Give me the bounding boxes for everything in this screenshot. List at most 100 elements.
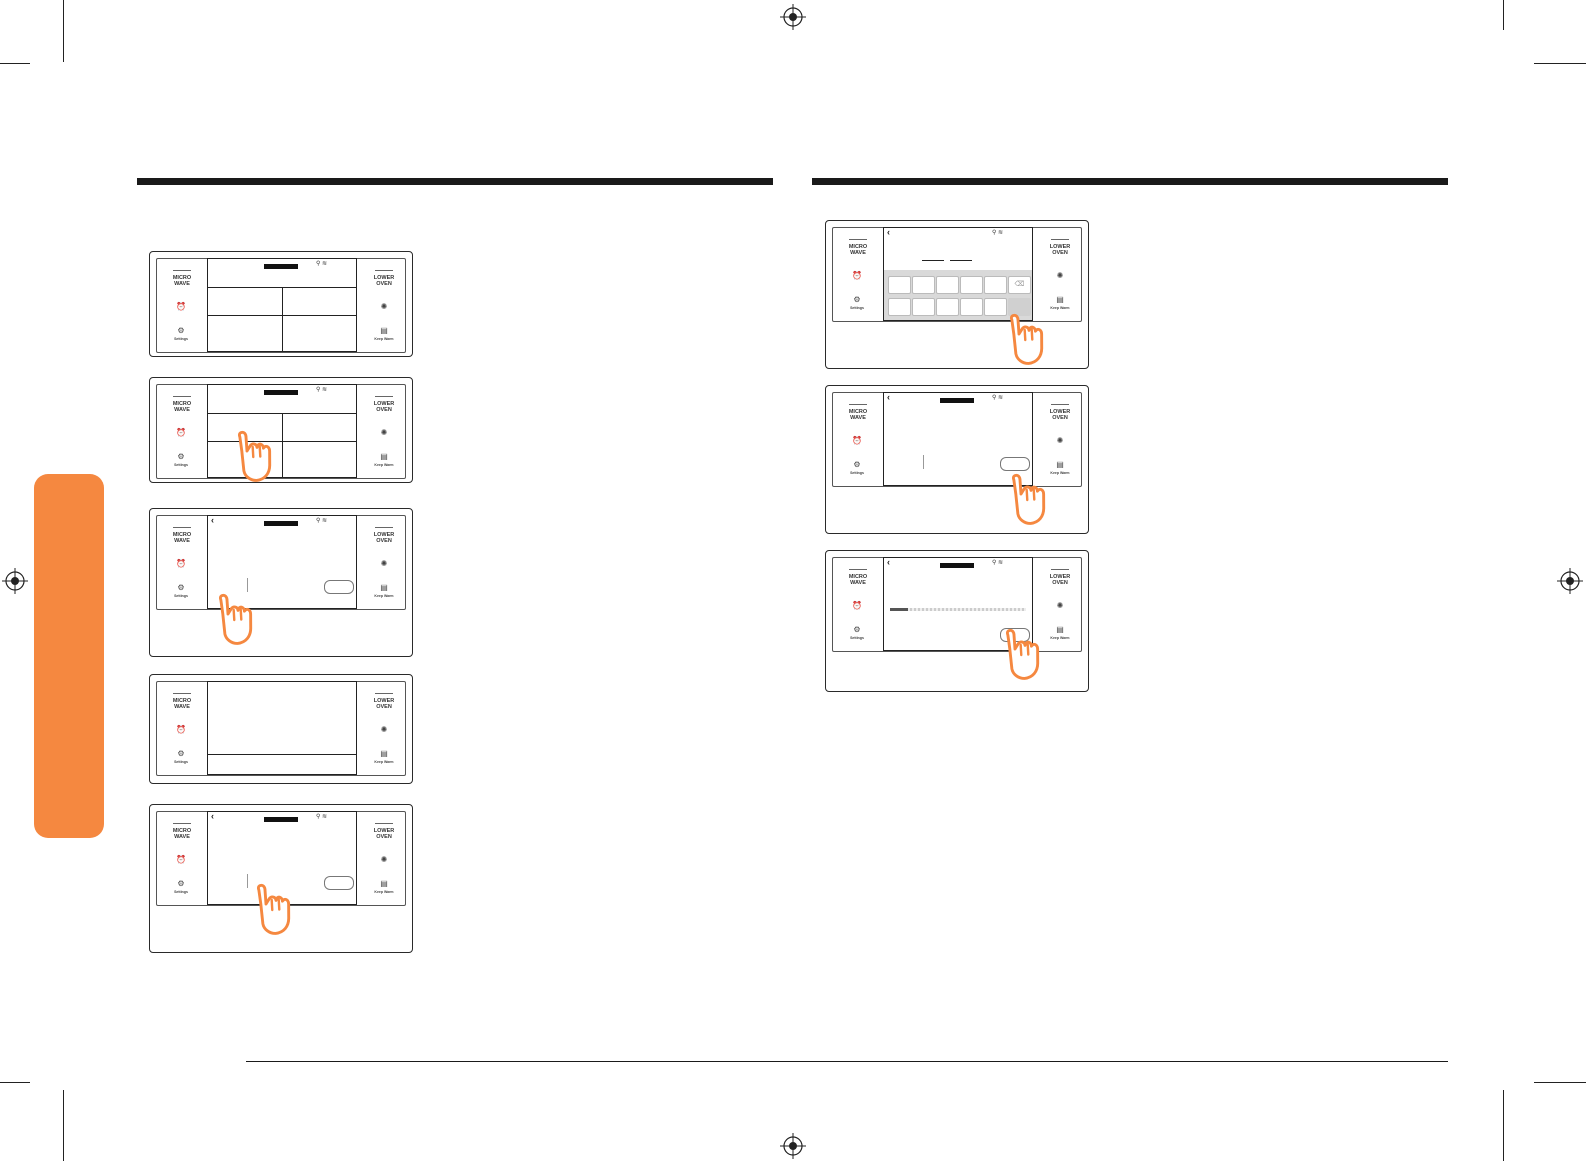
lower-oven-indicator [375,270,393,272]
lower-oven-button[interactable]: LOWER OVEN [373,828,395,840]
keep-warm-icon[interactable]: ▤ [1056,625,1064,634]
light-bulb-icon[interactable]: ✺ [380,559,388,568]
lower-oven-button[interactable]: LOWER OVEN [373,532,395,544]
keep-warm-icon[interactable]: ▤ [380,583,388,592]
menu-tile[interactable] [282,441,356,469]
registration-mark-icon [780,1133,806,1159]
grid-divider [282,413,284,477]
micro-wave-button[interactable]: MICRO WAVE [172,828,192,840]
menu-tile[interactable] [208,315,282,343]
micro-wave-button[interactable]: MICRO WAVE [848,409,868,421]
lower-oven-indicator [375,396,393,398]
chevron-left-icon[interactable]: ‹ [887,227,890,237]
gear-icon[interactable]: ⚙ [177,326,185,335]
micro-wave-button[interactable]: MICRO WAVE [172,698,192,710]
gear-icon[interactable]: ⚙ [177,879,185,888]
lower-oven-button[interactable]: LOWER OVEN [1049,244,1071,256]
light-bulb-icon[interactable]: ✺ [380,725,388,734]
number-key[interactable] [912,298,935,316]
display-screen[interactable]: ⚲ ≋‹ [207,811,357,905]
alarm-clock-icon[interactable]: ⏰ [176,725,186,734]
keep-warm-icon[interactable]: ▤ [1056,295,1064,304]
keep-warm-icon[interactable]: ▤ [380,326,388,335]
alarm-clock-icon[interactable]: ⏰ [176,855,186,864]
menu-tile[interactable] [282,287,356,315]
alarm-clock-icon[interactable]: ⏰ [852,436,862,445]
gear-icon[interactable]: ⚙ [177,452,185,461]
grid-divider [282,287,284,351]
number-key[interactable] [936,298,959,316]
micro-wave-button[interactable]: MICRO WAVE [848,244,868,256]
gear-icon[interactable]: ⚙ [177,749,185,758]
keep-warm-icon[interactable]: ▤ [380,879,388,888]
number-key[interactable] [888,276,911,294]
light-bulb-icon[interactable]: ✺ [380,855,388,864]
number-key[interactable] [936,276,959,294]
number-key[interactable] [960,276,983,294]
backspace-key[interactable]: ⌫ [1008,276,1031,294]
light-bulb-icon[interactable]: ✺ [380,302,388,311]
start-button[interactable] [324,580,354,594]
display-screen[interactable]: ⚲ ≋‹ [207,515,357,609]
lower-oven-indicator [375,527,393,529]
alarm-clock-icon[interactable]: ⏰ [176,559,186,568]
number-key[interactable] [888,298,911,316]
number-key[interactable] [912,276,935,294]
number-key[interactable] [984,298,1007,316]
lower-oven-button[interactable]: LOWER OVEN [1049,574,1071,586]
lower-oven-button[interactable]: LOWER OVEN [373,275,395,287]
alarm-clock-icon[interactable]: ⏰ [852,601,862,610]
micro-wave-indicator [173,823,191,825]
menu-tile[interactable] [282,413,356,441]
light-bulb-icon[interactable]: ✺ [1056,436,1064,445]
enter-key[interactable] [1008,298,1031,316]
lower-oven-button[interactable]: LOWER OVEN [1049,409,1071,421]
gear-icon[interactable]: ⚙ [853,295,861,304]
screen-title-bar [264,817,298,822]
lower-oven-button[interactable]: LOWER OVEN [373,401,395,413]
micro-wave-button[interactable]: MICRO WAVE [172,401,192,413]
display-screen[interactable]: ⚲ ≋ [207,258,357,352]
keep-warm-icon[interactable]: ▤ [380,452,388,461]
chevron-left-icon[interactable]: ‹ [211,811,214,821]
number-key[interactable] [984,276,1007,294]
menu-tile[interactable] [282,315,356,343]
numeric-keypad: ⌫ [884,270,1032,320]
display-screen[interactable]: ⚲ ≋‹ [883,392,1033,486]
micro-wave-button[interactable]: MICRO WAVE [172,532,192,544]
keep-warm-label: Keep Warm [1050,471,1070,475]
settings-label: Settings [174,463,188,467]
micro-wave-button[interactable]: MICRO WAVE [172,275,192,287]
time-field-underline [922,260,944,262]
gear-icon[interactable]: ⚙ [177,583,185,592]
keep-warm-icon[interactable]: ▤ [380,749,388,758]
alarm-clock-icon[interactable]: ⏰ [176,302,186,311]
chevron-left-icon[interactable]: ‹ [211,515,214,525]
gear-icon[interactable]: ⚙ [853,460,861,469]
start-button[interactable] [324,876,354,890]
start-button[interactable] [1000,457,1030,471]
light-bulb-icon[interactable]: ✺ [1056,601,1064,610]
display-screen[interactable]: ⚲ ≋ [207,384,357,478]
number-key[interactable] [960,298,983,316]
micro-wave-button[interactable]: MICRO WAVE [848,574,868,586]
alarm-clock-icon[interactable]: ⏰ [176,428,186,437]
lower-oven-button[interactable]: LOWER OVEN [373,698,395,710]
display-screen[interactable] [207,681,357,775]
menu-tile[interactable] [208,287,282,315]
gear-icon[interactable]: ⚙ [853,625,861,634]
crop-mark [1534,63,1586,64]
light-bulb-icon[interactable]: ✺ [380,428,388,437]
registration-mark-icon [780,4,806,30]
chevron-left-icon[interactable]: ‹ [887,557,890,567]
keep-warm-icon[interactable]: ▤ [1056,460,1064,469]
alarm-clock-icon[interactable]: ⏰ [852,271,862,280]
chevron-left-icon[interactable]: ‹ [887,392,890,402]
keep-warm-label: Keep Warm [374,890,394,894]
light-bulb-icon[interactable]: ✺ [1056,271,1064,280]
display-screen[interactable]: ⚲ ≋‹⌫ [883,227,1033,321]
micro-wave-indicator [849,239,867,241]
